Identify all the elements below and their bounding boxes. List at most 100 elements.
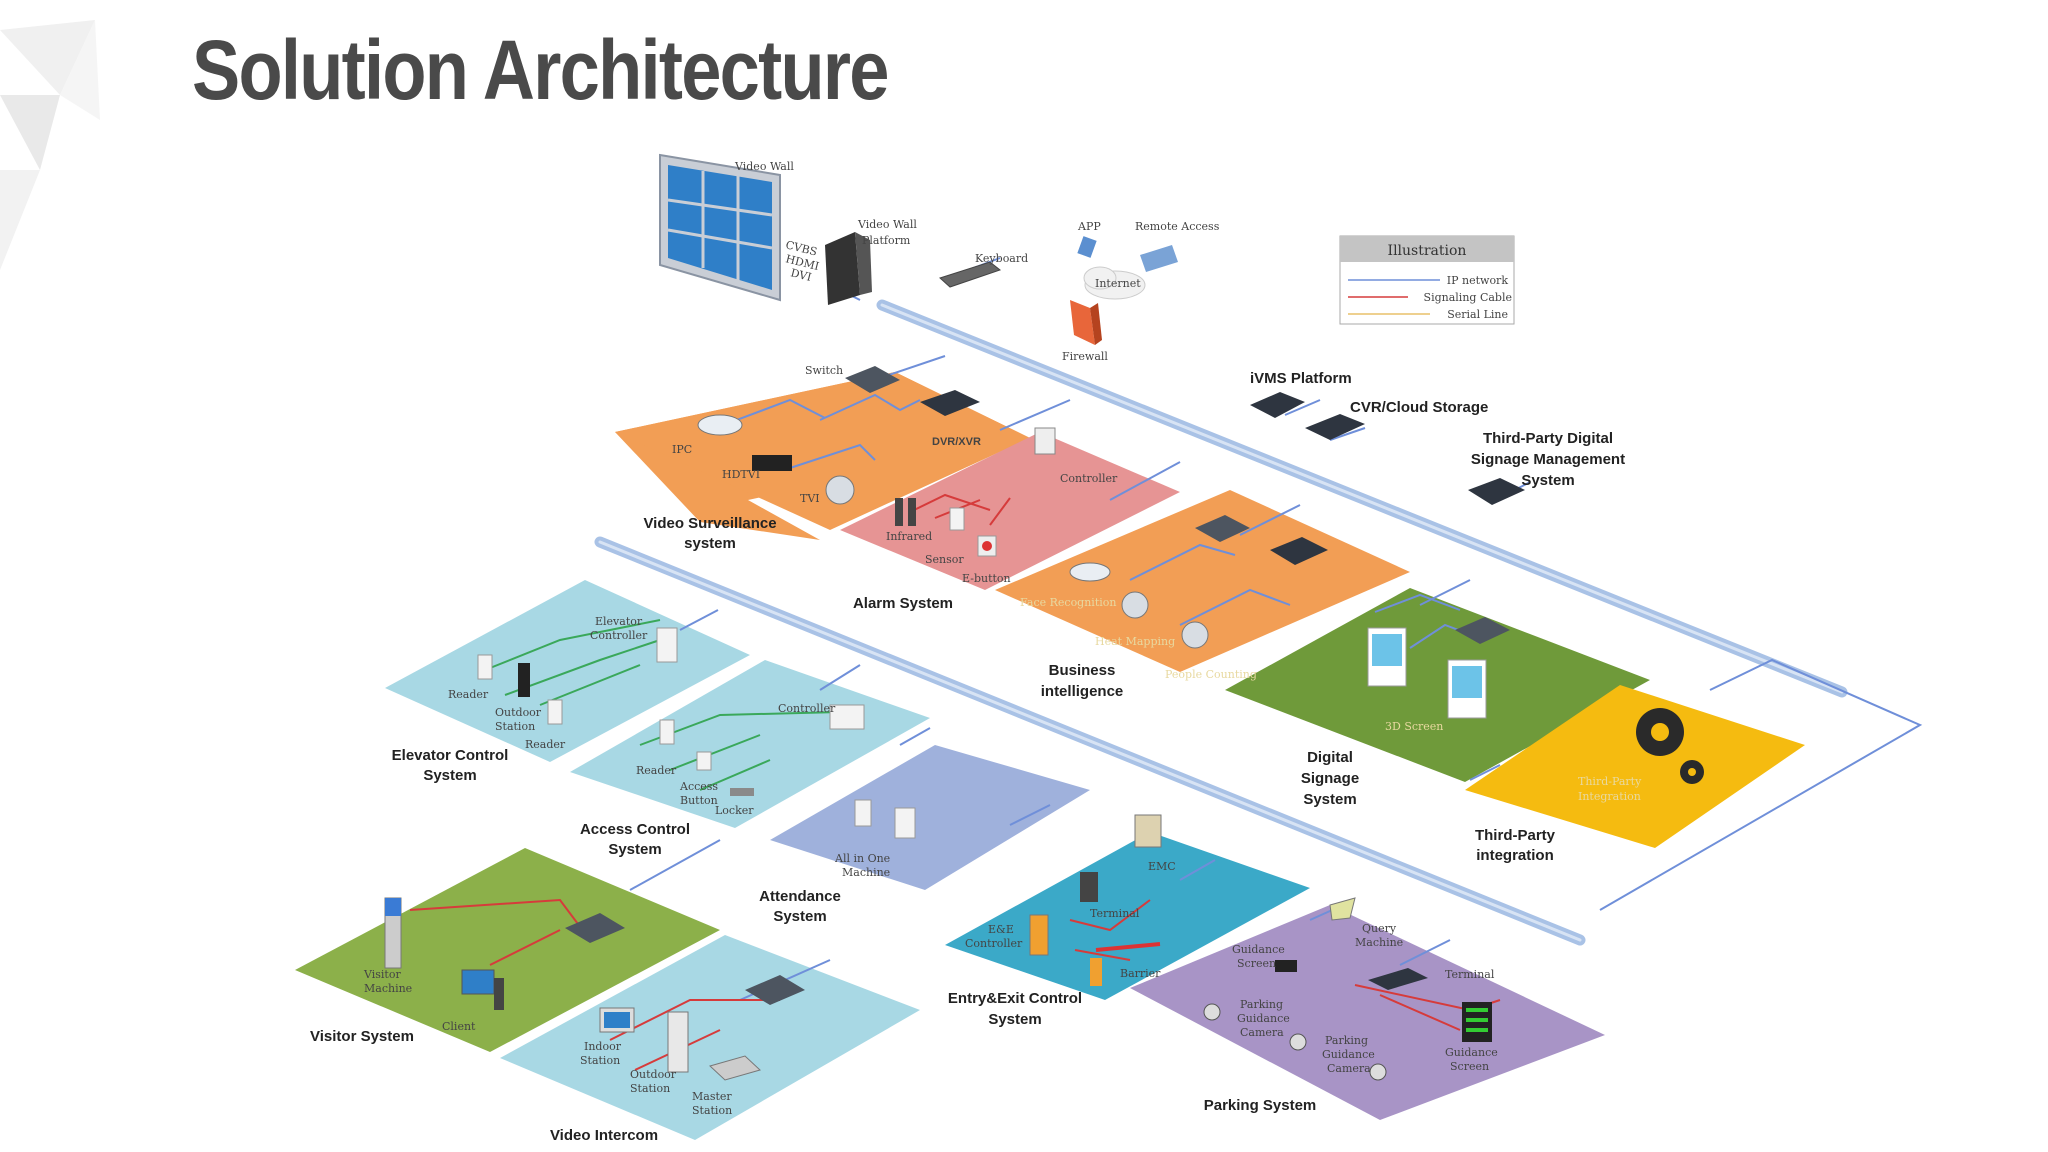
dev-all-in-one-2: Machine	[842, 866, 890, 879]
dev-elevator-controller-2: Controller	[590, 629, 648, 642]
label-signage-2: Signage	[1301, 770, 1359, 787]
switch-icon	[845, 366, 900, 393]
video-wall-platform-icon	[825, 232, 872, 305]
query-machine-icon	[1329, 897, 1356, 921]
dev-3d-screen: 3D Screen	[1385, 720, 1443, 733]
dev-dvr-xvr: DVR/XVR	[932, 436, 981, 448]
access-button-icon	[696, 751, 712, 771]
zone-visitor	[295, 848, 720, 1052]
dev-ee-terminal: Terminal	[1090, 907, 1140, 920]
dev-parking-camera-2c: Camera	[1327, 1062, 1371, 1075]
ivms-platform-icon	[1250, 392, 1305, 418]
legend-title: Illustration	[1388, 243, 1467, 259]
dev-alarm-controller: Controller	[1060, 472, 1118, 485]
heat-mapping-camera-icon	[1121, 591, 1149, 619]
dev-hdtvi: HDTVI	[722, 468, 760, 481]
label-firewall: Firewall	[1062, 350, 1108, 363]
tvi-dome-icon	[825, 475, 855, 505]
dev-client: Client	[442, 1020, 476, 1033]
dev-outdoor-station-1: Outdoor	[495, 706, 542, 719]
ee-terminal-icon	[1080, 872, 1098, 902]
zones	[295, 372, 1805, 1140]
keyboard-icon	[939, 261, 1002, 288]
zone-access	[570, 660, 930, 828]
zone-business-intelligence	[995, 490, 1410, 672]
dev-access-button-1: Access	[679, 780, 718, 793]
intercom-switch-icon	[745, 975, 805, 1005]
label-video-wall: Video Wall	[734, 160, 794, 173]
indoor-station-icon	[599, 1007, 635, 1033]
label-cvr: CVR/Cloud Storage	[1350, 399, 1488, 416]
signage-switch-icon	[1455, 617, 1510, 644]
visitor-machine-icon	[384, 897, 402, 969]
label-entry-exit-2: System	[988, 1011, 1041, 1028]
video-wall-icon	[659, 153, 781, 302]
label-video-surveillance-1: Video Surveillance	[643, 515, 776, 532]
dev-parking-camera-2b: Guidance	[1322, 1048, 1375, 1061]
page-title: Solution Architecture	[192, 23, 889, 117]
label-dvi: DVI	[789, 266, 812, 284]
dev-locker: Locker	[715, 804, 754, 817]
third-party-gear-icon	[1636, 708, 1704, 784]
dev-infrared: Infrared	[886, 530, 932, 543]
dev-emc: EMC	[1148, 860, 1176, 873]
dev-sensor: Sensor	[925, 553, 964, 566]
visitor-switch-icon	[565, 913, 625, 943]
dev-ee-controller-2: Controller	[965, 937, 1023, 950]
zone-digital-signage	[1225, 588, 1650, 782]
ee-controller-icon	[1029, 914, 1049, 956]
label-access-2: System	[608, 841, 661, 858]
bi-switch-icon	[1195, 515, 1250, 542]
label-attendance-1: Attendance	[759, 888, 841, 905]
dev-switch: Switch	[805, 364, 843, 377]
hdtvi-camera-icon	[752, 455, 792, 471]
dev-elevator-controller-1: Elevator	[595, 615, 643, 628]
dev-access-reader: Reader	[636, 764, 677, 777]
label-attendance-2: System	[773, 908, 826, 925]
dev-guidance-screen-1: Guidance	[1232, 943, 1285, 956]
label-alarm-system: Alarm System	[853, 595, 953, 612]
app-icon	[1077, 236, 1097, 258]
remote-access-icon	[1140, 245, 1178, 272]
label-keyboard: Keyboard	[975, 252, 1028, 265]
elevator-reader-icon	[477, 654, 493, 680]
intercom-outdoor-station-icon	[667, 1011, 689, 1073]
dev-master-station-1: Master	[692, 1090, 732, 1103]
dev-guidance-screen-1b: Screen	[1237, 957, 1276, 970]
dev-intercom-outdoor-1: Outdoor	[630, 1068, 677, 1081]
dev-tvi: TVI	[800, 492, 820, 505]
dev-e-button: E-button	[962, 572, 1011, 585]
3d-screen-1-icon	[1367, 627, 1407, 687]
dev-guidance-screen-2b: Screen	[1450, 1060, 1489, 1073]
internet-cloud-icon	[1083, 266, 1146, 300]
label-3p-signage-2: Signage Management	[1471, 451, 1625, 468]
label-visitor: Visitor System	[310, 1028, 414, 1045]
dev-ee-controller-1: E&E	[988, 923, 1014, 936]
dev-query-machine-2: Machine	[1355, 936, 1403, 949]
dev-access-controller: Controller	[778, 702, 836, 715]
dev-third-party-1: Third-Party	[1578, 775, 1642, 788]
third-party-signage-icon	[1468, 478, 1525, 505]
parking-camera-3-icon	[1369, 1063, 1387, 1081]
dev-third-party-2: Integration	[1578, 790, 1641, 803]
face-recognition-camera-icon	[1069, 562, 1111, 582]
dev-people-counting: People Counting	[1165, 668, 1257, 681]
label-signage-3: System	[1303, 791, 1356, 808]
label-third-party-2: integration	[1476, 847, 1554, 864]
label-3p-signage-1: Third-Party Digital	[1483, 430, 1613, 447]
dev-access-button-2: Button	[680, 794, 718, 807]
bi-dvr-icon	[1270, 537, 1328, 565]
guidance-screen-icon	[1275, 960, 1297, 972]
zone-video-surveillance-main	[615, 372, 1030, 530]
locker-icon	[730, 788, 754, 796]
label-bi-2: intelligence	[1041, 683, 1124, 700]
label-bi-1: Business	[1049, 662, 1116, 679]
guidance-screen-2-icon	[1462, 1002, 1492, 1042]
system-labels: Video Surveillance system Alarm System B…	[310, 515, 1556, 1144]
device-labels: Switch IPC HDTVI TVI DVR/XVR Controller …	[363, 364, 1642, 1117]
dev-outdoor-station-2: Station	[495, 720, 535, 733]
dev-ipc: IPC	[672, 443, 692, 456]
people-counting-camera-icon	[1181, 621, 1209, 649]
label-internet: Internet	[1095, 277, 1141, 290]
dev-all-in-one-1: All in One	[834, 852, 890, 865]
